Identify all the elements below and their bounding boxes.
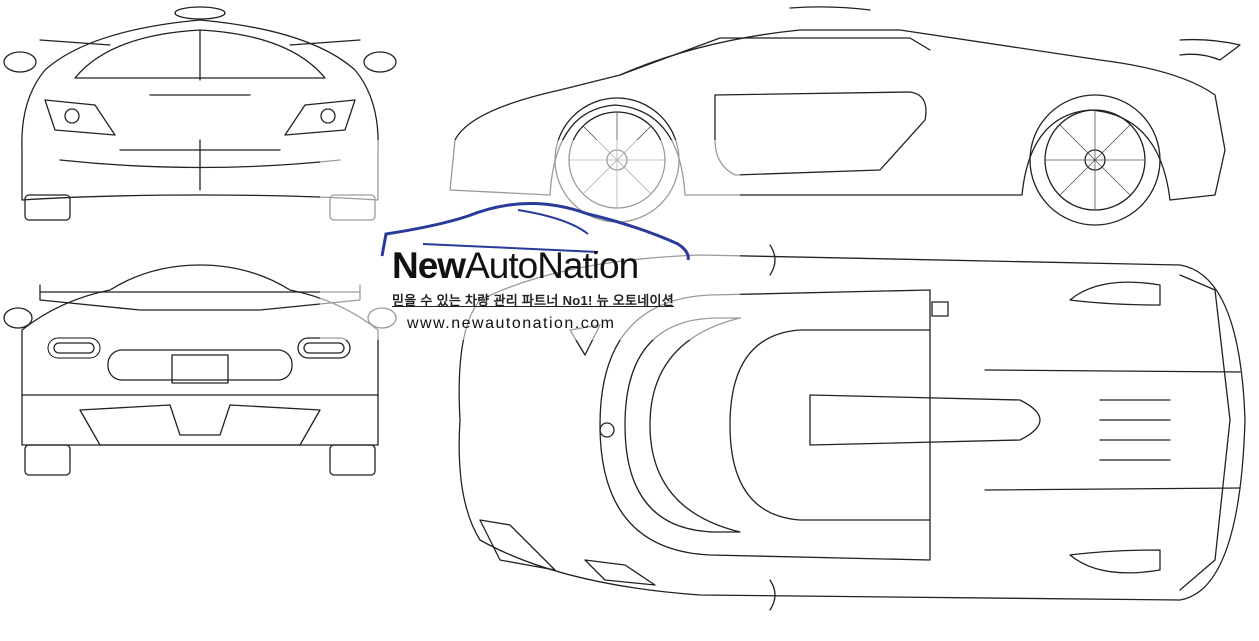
brand-tagline: 믿을 수 있는 차량 관리 파트너 No1! 뉴 오토네이션: [392, 293, 675, 308]
car-silhouette-logo-icon: [380, 202, 690, 261]
brand-bold: New: [392, 245, 466, 286]
brand-name: NewAutoNation: [392, 245, 639, 287]
brand-rest: AutoNation: [465, 245, 639, 286]
brand-url: www.newautonation.com: [407, 315, 616, 332]
